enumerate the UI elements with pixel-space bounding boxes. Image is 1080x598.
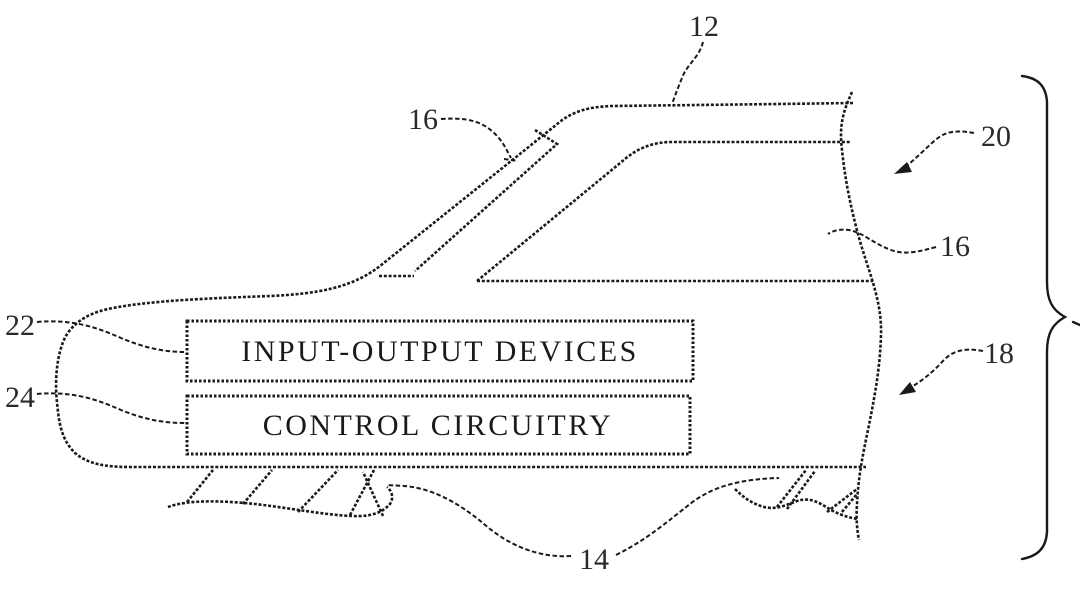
side-window [477, 142, 851, 281]
control-circuitry-label: CONTROL CIRCUITRY [263, 409, 614, 442]
leader-14-rear [616, 478, 779, 555]
brace-tick [1073, 322, 1080, 325]
leader-22 [37, 321, 186, 352]
leader-16-window [828, 230, 936, 253]
right-brace [1022, 76, 1065, 559]
ref-16-window: 16 [940, 230, 970, 263]
leader-16-windshield [441, 119, 518, 161]
leader-20-arrowhead [894, 162, 912, 174]
leader-18 [910, 350, 983, 388]
leader-14-front [387, 485, 571, 556]
ref-20: 20 [981, 120, 1011, 153]
break-line [841, 92, 881, 540]
leader-18-arrowhead [899, 382, 916, 395]
ref-22: 22 [5, 309, 35, 342]
leader-20 [904, 131, 974, 168]
io-devices-label: INPUT-OUTPUT DEVICES [241, 335, 639, 368]
ref-12: 12 [689, 10, 719, 43]
leader-12 [672, 42, 703, 104]
rear-wheel-hatch [777, 470, 857, 512]
ref-18: 18 [984, 337, 1014, 370]
ref-16-windshield: 16 [408, 103, 438, 136]
ref-14: 14 [579, 543, 609, 576]
ref-24: 24 [5, 381, 35, 414]
windshield-strip [379, 130, 557, 276]
